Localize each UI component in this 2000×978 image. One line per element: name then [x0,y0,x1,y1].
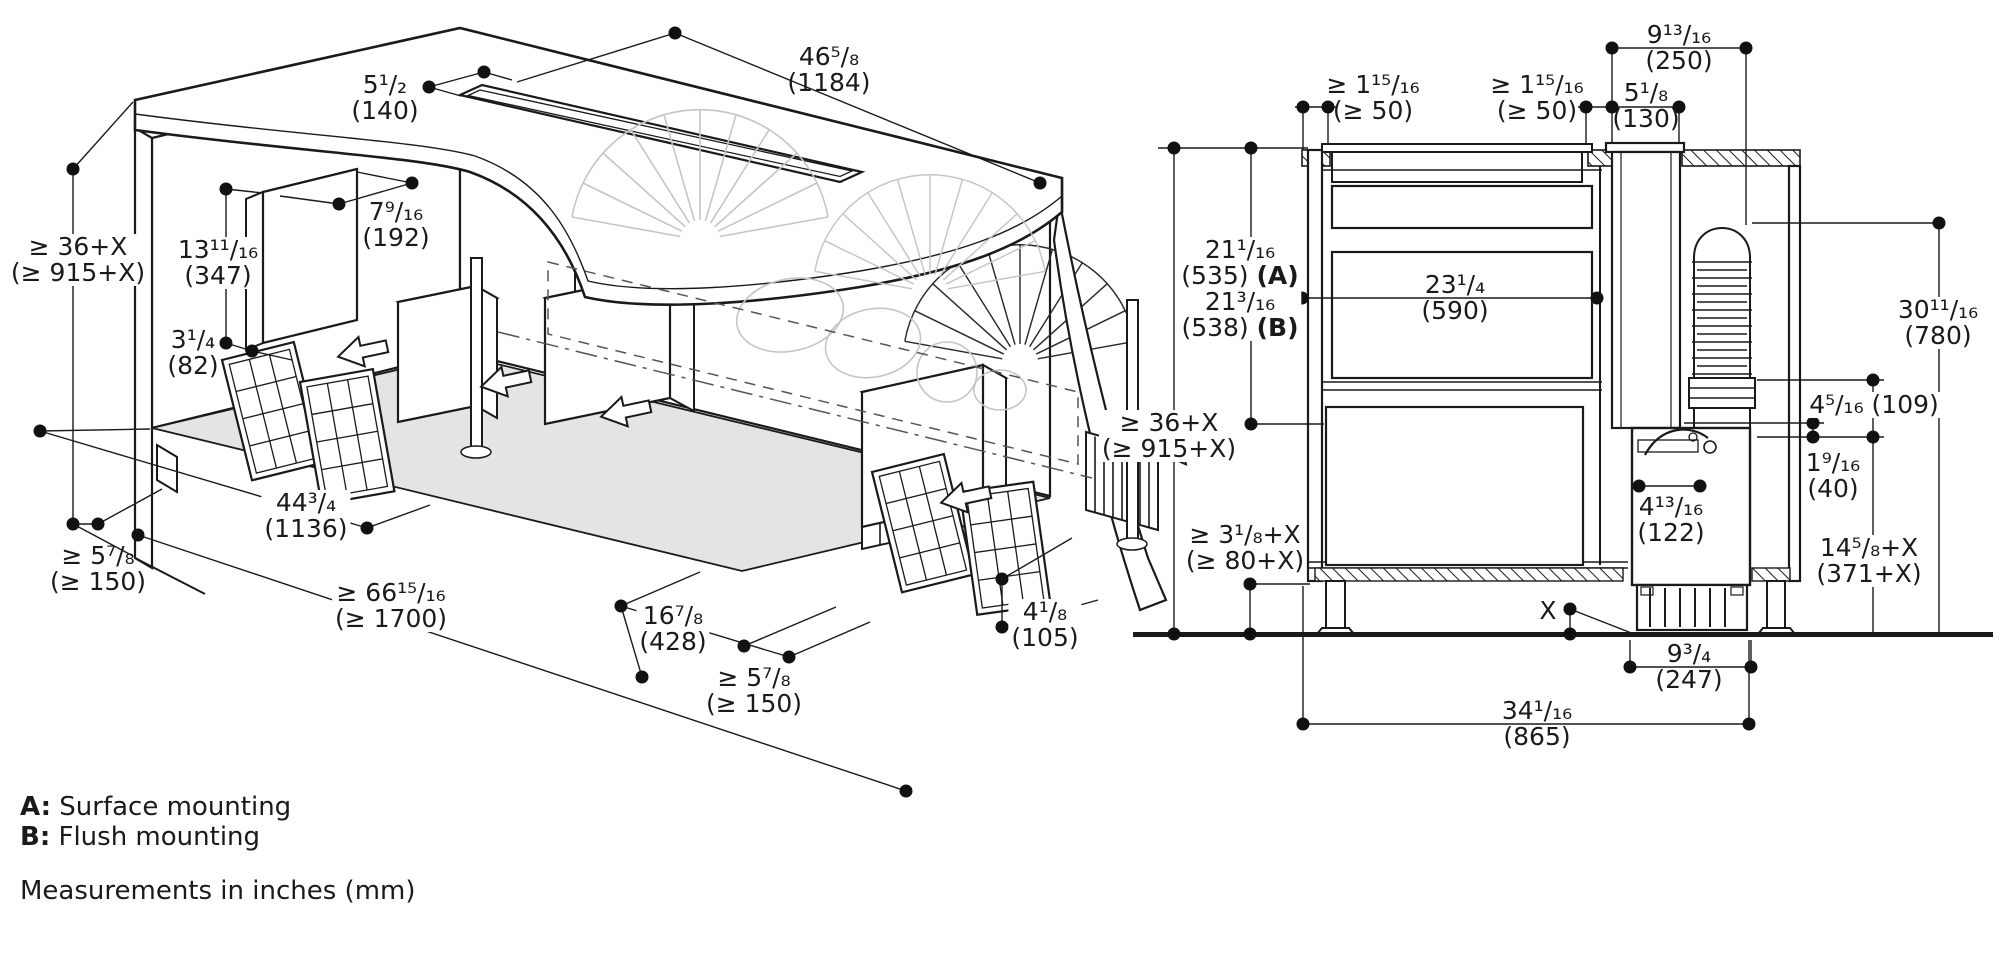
dim-floor-cutout-length: 44³/₄ (1136) [261,490,351,542]
dim-box-height: 13¹¹/₁₆ (347) [174,237,262,289]
dim-clearance-left: ≥ 5⁷/₈ (≥ 150) [49,541,147,596]
dim-floor-cutout-width: 16⁷/₈ (428) [636,603,710,655]
dim-overhang-right: ≥ 1¹⁵/₁₆ (≥ 50) [1490,70,1584,125]
dim-overhang-left: ≥ 1¹⁵/₁₆ (≥ 50) [1326,70,1420,125]
dim-outlet-clearance: 14⁵/₈+X (371+X) [1813,535,1925,587]
left-dimension-dots [33,26,1047,798]
drawer-middle [1330,250,1594,380]
drawers [1324,184,1594,567]
downdraft-top-plate [1604,141,1686,154]
dim-foot-variable: X [1539,596,1557,625]
countertop-slab [133,26,1064,306]
countertop-section [1301,141,1801,183]
cooktop-plate [1321,143,1593,153]
dim-outlet-height: 4¹/₈ (105) [1008,599,1082,651]
legend-a-text: Surface mounting [59,792,292,822]
dim-damper-gap: 1⁹/₁₆ (40) [1802,450,1864,502]
blower-louver [1635,583,1749,632]
dim-drawer-depth: 23¹/₄ (590) [1421,270,1489,325]
downdraft-tower [1610,150,1682,430]
mounting-legend: A: Surface mounting B: Flush mounting [20,792,291,852]
control-module [245,167,359,352]
right-end-panel [1052,181,1168,612]
units-note: Measurements in inches (mm) [20,876,416,906]
vent-cutout [456,83,866,184]
right-section-view [1133,41,1993,731]
dim-slot-width: 5¹/₂ (140) [351,70,419,125]
dim-blower-width: 4¹³/₁₆ (122) [1637,492,1705,547]
dim-total-length-min: ≥ 66¹⁵/₁₆ (≥ 1700) [331,580,451,632]
dim-duct-height: 30¹¹/₁₆ (780) [1894,297,1982,349]
left-isometric-view [33,26,1213,798]
legend-b-text: Flush mounting [58,822,261,852]
dim-duct-offset: 9¹³/₁₆ (250) [1645,20,1713,75]
blower-unit [1630,426,1752,632]
dim-damper-offset: 4⁵/₁₆ (109) [1806,392,1942,418]
hidden-duct-reference [571,108,1046,411]
drawer-top [1330,184,1594,230]
dim-mounting-depths: 21¹/₁₆ (535) (A) 21³/₁₆ (538) (B) [1178,237,1302,341]
dim-plinth-min: ≥ 3¹/₈+X (≥ 80+X) [1185,520,1305,575]
floor-line [1133,632,1993,637]
dim-base-depth: 34¹/₁₆ (865) [1501,696,1573,751]
exhaust-duct [1688,227,1756,429]
cabinet-feet [1314,580,1798,635]
right-dimension-dots [1167,41,1946,731]
dim-blower-depth: 9³/₄ (247) [1655,639,1723,694]
dim-height-min-right: ≥ 36+X (≥ 915+X) [1098,410,1240,462]
legend-a-key: A: [20,792,52,822]
dim-box-depth: 7⁹/₁₆ (192) [362,197,430,252]
cooktop-body [1331,151,1583,183]
hidden-outline-reference [497,261,1093,479]
cabinet-carcass [1306,148,1802,583]
drawer-bottom [1324,405,1585,567]
legend-b-key: B: [20,822,51,852]
dim-downdraft-width: 5¹/₈ (130) [1612,78,1680,133]
dim-clearance-front: ≥ 5⁷/₈ (≥ 150) [705,663,803,718]
dim-box-bottom-gap: 3¹/₄ (82) [167,325,219,380]
dim-slot-length: 46⁵/₈ (1184) [787,42,871,97]
dim-height-min-left: ≥ 36+X (≥ 915+X) [7,234,149,286]
